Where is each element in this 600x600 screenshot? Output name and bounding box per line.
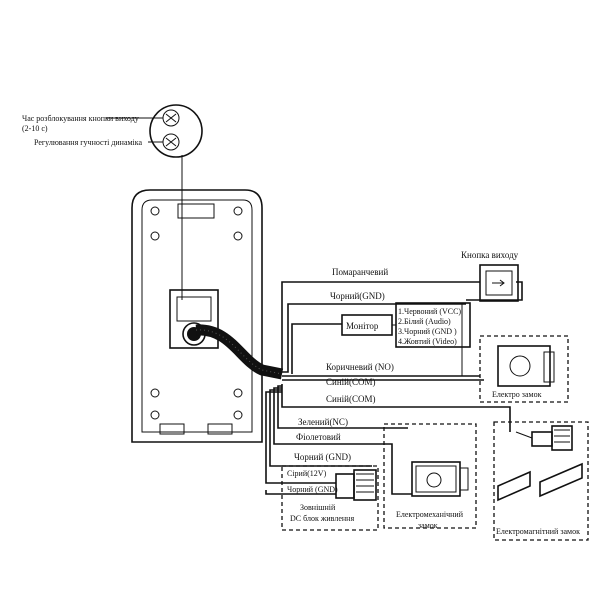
electric-lock xyxy=(479,335,569,403)
exit-button-title: Кнопка виходу xyxy=(461,250,519,260)
wire-black-gnd-bottom-label: Чорний (GND) xyxy=(294,452,351,462)
monitor-pin-2: 2.Білий (Audio) xyxy=(398,317,451,326)
electric-lock-label: Електро замок xyxy=(492,390,542,399)
unlock-time-range: (2-10 с) xyxy=(22,124,48,133)
wire-blue1-label: Синій(COM) xyxy=(326,377,375,387)
monitor xyxy=(341,302,471,348)
wire-violet-label: Фіолетовий xyxy=(296,432,341,442)
mech-lock-label-line2: замок xyxy=(418,521,438,530)
wire-brown-label: Коричневий (NO) xyxy=(326,362,394,372)
speaker-volume-label: Регулювання гучності динаміка xyxy=(34,138,143,147)
magnetic-lock-label: Електромагнітний замок xyxy=(496,527,580,536)
psu-grey-label: Сірий(12V) xyxy=(287,469,327,478)
exit-button xyxy=(479,264,519,302)
power-supply xyxy=(281,465,379,531)
adjuster-knobs xyxy=(106,104,203,300)
door-station xyxy=(131,189,263,443)
monitor-label: Монітор xyxy=(346,321,379,331)
wire-black-gnd-top-label: Чорний(GND) xyxy=(330,291,385,301)
monitor-pin-4: 4.Жовтий (Video) xyxy=(398,337,457,346)
psu-label-line1: Зовнішній xyxy=(300,503,336,512)
psu-label-line2: DC блок живлення xyxy=(290,514,354,523)
monitor-pin-1: 1.Червоний (VCC) xyxy=(398,307,461,316)
wire-blue2-label: Синій(COM) xyxy=(326,394,375,404)
monitor-pin-3: 3.Чорний (GND ) xyxy=(398,327,457,336)
psu-black-label: Чорний (GND) xyxy=(287,485,338,494)
unlock-time-label: Час розблокування кнопки виходу xyxy=(22,114,139,123)
electromechanical-lock xyxy=(383,423,477,529)
wire-orange-label: Помаранчевий xyxy=(332,267,388,277)
cable-harness xyxy=(195,324,284,380)
electromagnetic-lock xyxy=(493,421,589,541)
wire-green-label: Зелений(NC) xyxy=(298,417,348,427)
wires xyxy=(265,281,523,495)
mech-lock-label-line1: Електромеханічний xyxy=(396,510,464,519)
